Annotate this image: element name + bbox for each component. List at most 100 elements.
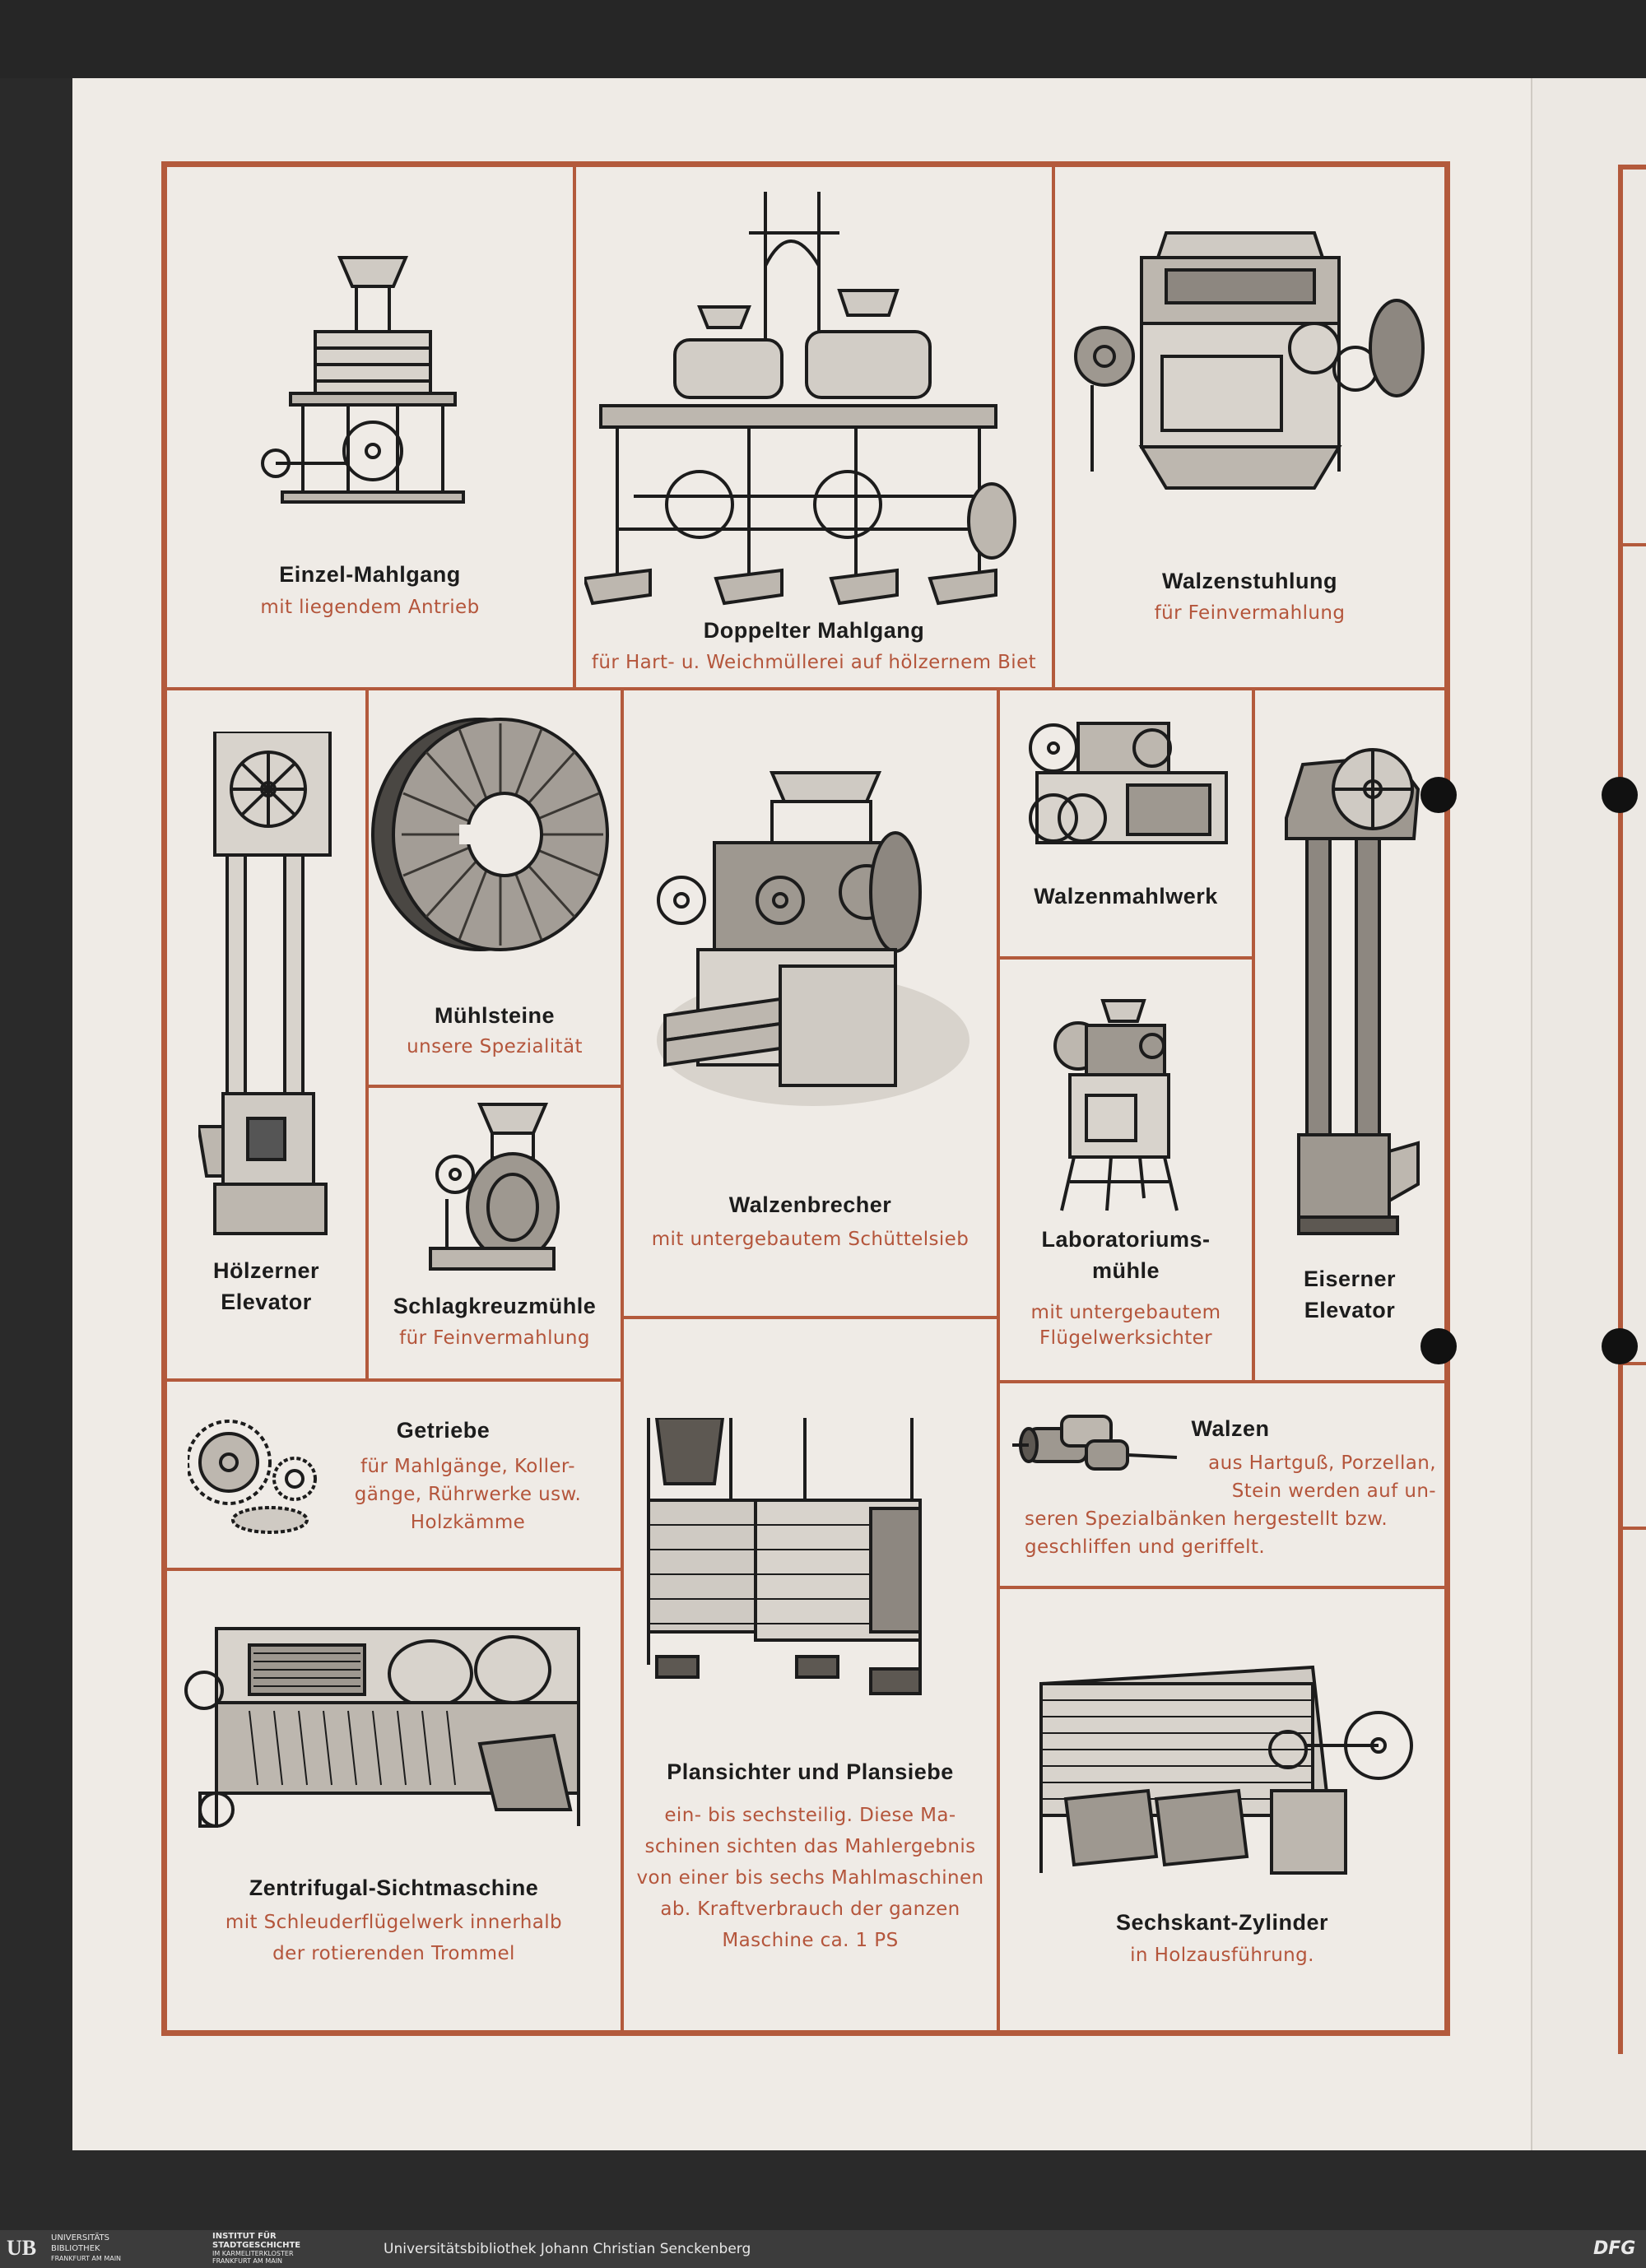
product-title-line1: Laboratoriums-	[1041, 1227, 1211, 1252]
product-doppelter-mahlgang: Doppelter Mahlgang für Hart- u. Weichmül…	[576, 167, 1052, 687]
walzenstuhlung-illustration	[1074, 231, 1425, 490]
grid-line	[1052, 167, 1055, 687]
viewer-footer: UB UNIVERSITÄTS BIBLIOTHEK FRANKFURT AM …	[0, 2230, 1646, 2268]
grid-line	[167, 1568, 621, 1571]
walzen-illustration	[1012, 1415, 1178, 1471]
product-walzenmahlwerk: Walzenmahlwerk	[1000, 690, 1252, 956]
product-description-line5: Maschine ca. 1 PS	[722, 1930, 899, 1951]
product-eiserner-elevator: Eiserner Elevator	[1255, 690, 1444, 1380]
product-title-line1: Hölzerner	[212, 1258, 320, 1283]
adjacent-frame-line	[1618, 1527, 1646, 1530]
adjacent-frame-fragment	[1618, 165, 1646, 2054]
walzenmahlwerk-illustration	[1029, 722, 1228, 844]
product-title: Zentrifugal-Sichtmaschine	[249, 1875, 539, 1900]
product-walzenstuhlung: Walzenstuhlung für Feinvermahlung	[1055, 167, 1444, 687]
product-description-line3: von einer bis sechs Mahlmaschinen	[636, 1867, 984, 1889]
ub-text-line2: BIBLIOTHEK	[51, 2244, 100, 2253]
library-name: Universitätsbibliothek Johann Christian …	[384, 2241, 751, 2257]
product-title: Walzenbrecher	[728, 1192, 892, 1217]
adjacent-frame-line	[1618, 1362, 1646, 1365]
grid-line	[997, 1586, 1444, 1589]
product-title: Plansichter und Plansiebe	[667, 1759, 954, 1784]
product-title: Doppelter Mahlgang	[703, 618, 925, 643]
eiserner-elevator-illustration	[1285, 748, 1420, 1235]
product-description-line1: ein- bis sechsteilig. Diese Ma-	[664, 1805, 956, 1826]
grid-line	[573, 167, 576, 687]
product-subtitle-line2: Flügelwerksichter	[1039, 1327, 1213, 1349]
product-title: Schlagkreuzmühle	[393, 1294, 597, 1318]
ub-text-line3: FRANKFURT AM MAIN	[51, 2255, 122, 2262]
product-zentrifugal-sichtmaschine: Zentrifugal-Sichtmaschine mit Schleuderf…	[167, 1571, 621, 2030]
ub-logo: UB	[7, 2236, 37, 2260]
inst-text-line2: STADTGESCHICHTE	[212, 2241, 301, 2250]
binder-hole	[1602, 777, 1638, 813]
catalog-frame	[161, 161, 1450, 2036]
product-subtitle-line1: für Mahlgänge, Koller-	[360, 1456, 575, 1477]
product-title: Sechskant-Zylinder	[1115, 1910, 1329, 1935]
grid-line	[621, 1316, 997, 1319]
product-subtitle: mit untergebautem Schüttelsieb	[651, 1229, 969, 1250]
zentrifugal-sichtmaschine-illustration	[184, 1627, 580, 1828]
binder-hole	[1420, 777, 1457, 813]
product-title-line1: Eiserner	[1303, 1266, 1397, 1291]
adjacent-frame-line	[1618, 543, 1646, 546]
inst-text-line1: INSTITUT FÜR	[212, 2232, 277, 2241]
grid-line	[997, 956, 1252, 960]
product-title: Walzenstuhlung	[1162, 569, 1337, 593]
product-subtitle: für Hart- u. Weichmüllerei auf hölzernem…	[591, 652, 1037, 673]
getriebe-illustration	[188, 1420, 317, 1534]
product-title-line2: Elevator	[221, 1290, 312, 1314]
product-subtitle-line2: Stein werden auf un-	[1231, 1480, 1436, 1502]
product-walzen: Walzen aus Hartguß, Porzellan, Stein wer…	[1000, 1383, 1444, 1586]
muehlstein-illustration	[371, 718, 609, 951]
grid-line	[621, 687, 624, 2030]
product-subtitle-line1: mit Schleuderflügelwerk innerhalb	[225, 1912, 563, 1933]
product-title: Walzenmahlwerk	[1034, 884, 1218, 909]
product-subtitle: für Feinvermahlung	[1154, 602, 1346, 624]
grid-line	[365, 687, 369, 1380]
product-schlagkreuzmuehle: Schlagkreuzmühle für Feinvermahlung	[369, 1088, 621, 1378]
product-subtitle-line1: aus Hartguß, Porzellan,	[1208, 1452, 1436, 1474]
product-title-line2: mühle	[1091, 1258, 1160, 1283]
dfg-logo: DFG	[1593, 2238, 1636, 2259]
grid-line	[365, 1085, 621, 1088]
grid-line	[167, 1378, 621, 1382]
product-subtitle-line2: gänge, Rührwerke usw.	[354, 1484, 582, 1505]
product-hoelzerner-elevator: Hölzerner Elevator	[167, 690, 365, 1380]
product-title: Walzen	[1191, 1416, 1270, 1441]
scan-background-top	[0, 0, 1646, 78]
ub-text-line1: UNIVERSITÄTS	[51, 2233, 110, 2242]
schlagkreuzmuehle-illustration	[429, 1103, 560, 1271]
einzel-mahlgang-illustration	[261, 256, 465, 504]
product-subtitle: unsere Spezialität	[407, 1036, 583, 1057]
inst-text-line3: IM KARMELITERKLOSTER	[212, 2250, 294, 2257]
product-title: Getriebe	[396, 1418, 491, 1443]
grid-line	[997, 687, 1000, 2030]
grid-line	[167, 687, 1444, 690]
product-subtitle-line2: der rotierenden Trommel	[272, 1943, 515, 1964]
product-subtitle-line1: mit untergebautem	[1030, 1302, 1221, 1323]
product-title-line2: Elevator	[1304, 1298, 1396, 1322]
product-subtitle-line4: geschliffen und geriffelt.	[1025, 1536, 1266, 1558]
grid-line	[997, 1380, 1444, 1383]
grid-line	[1252, 687, 1255, 1380]
product-title: Einzel-Mahlgang	[279, 562, 461, 587]
product-getriebe: Getriebe für Mahlgänge, Koller- gänge, R…	[167, 1382, 621, 1568]
binder-hole	[1420, 1328, 1457, 1364]
product-subtitle-line3: Holzkämme	[410, 1512, 526, 1533]
product-plansichter: Plansichter und Plansiebe ein- bis sechs…	[624, 1319, 997, 2030]
product-description-line2: schinen sichten das Mahlergebnis	[644, 1836, 976, 1857]
product-subtitle: in Holzausführung.	[1130, 1945, 1314, 1966]
product-description-line4: ab. Kraftverbrauch der ganzen	[660, 1899, 960, 1920]
product-subtitle-line3: seren Spezialbänken hergestellt bzw.	[1025, 1508, 1388, 1530]
product-walzenbrecher: Walzenbrecher mit untergebautem Schüttel…	[624, 690, 997, 1316]
plansichter-illustration	[647, 1418, 922, 1695]
binder-hole	[1602, 1328, 1638, 1364]
product-subtitle: mit liegendem Antrieb	[260, 597, 480, 618]
doppelter-mahlgang-illustration	[584, 192, 1016, 606]
product-laboratoriumsmuehle: Laboratoriums- mühle mit untergebautem F…	[1000, 960, 1252, 1349]
product-title: Mühlsteine	[434, 1003, 555, 1028]
product-einzel-mahlgang: Einzel-Mahlgang mit liegendem Antrieb	[167, 167, 573, 687]
inst-text-line4: FRANKFURT AM MAIN	[212, 2257, 283, 2265]
hoelzerner-elevator-illustration	[198, 732, 332, 1235]
